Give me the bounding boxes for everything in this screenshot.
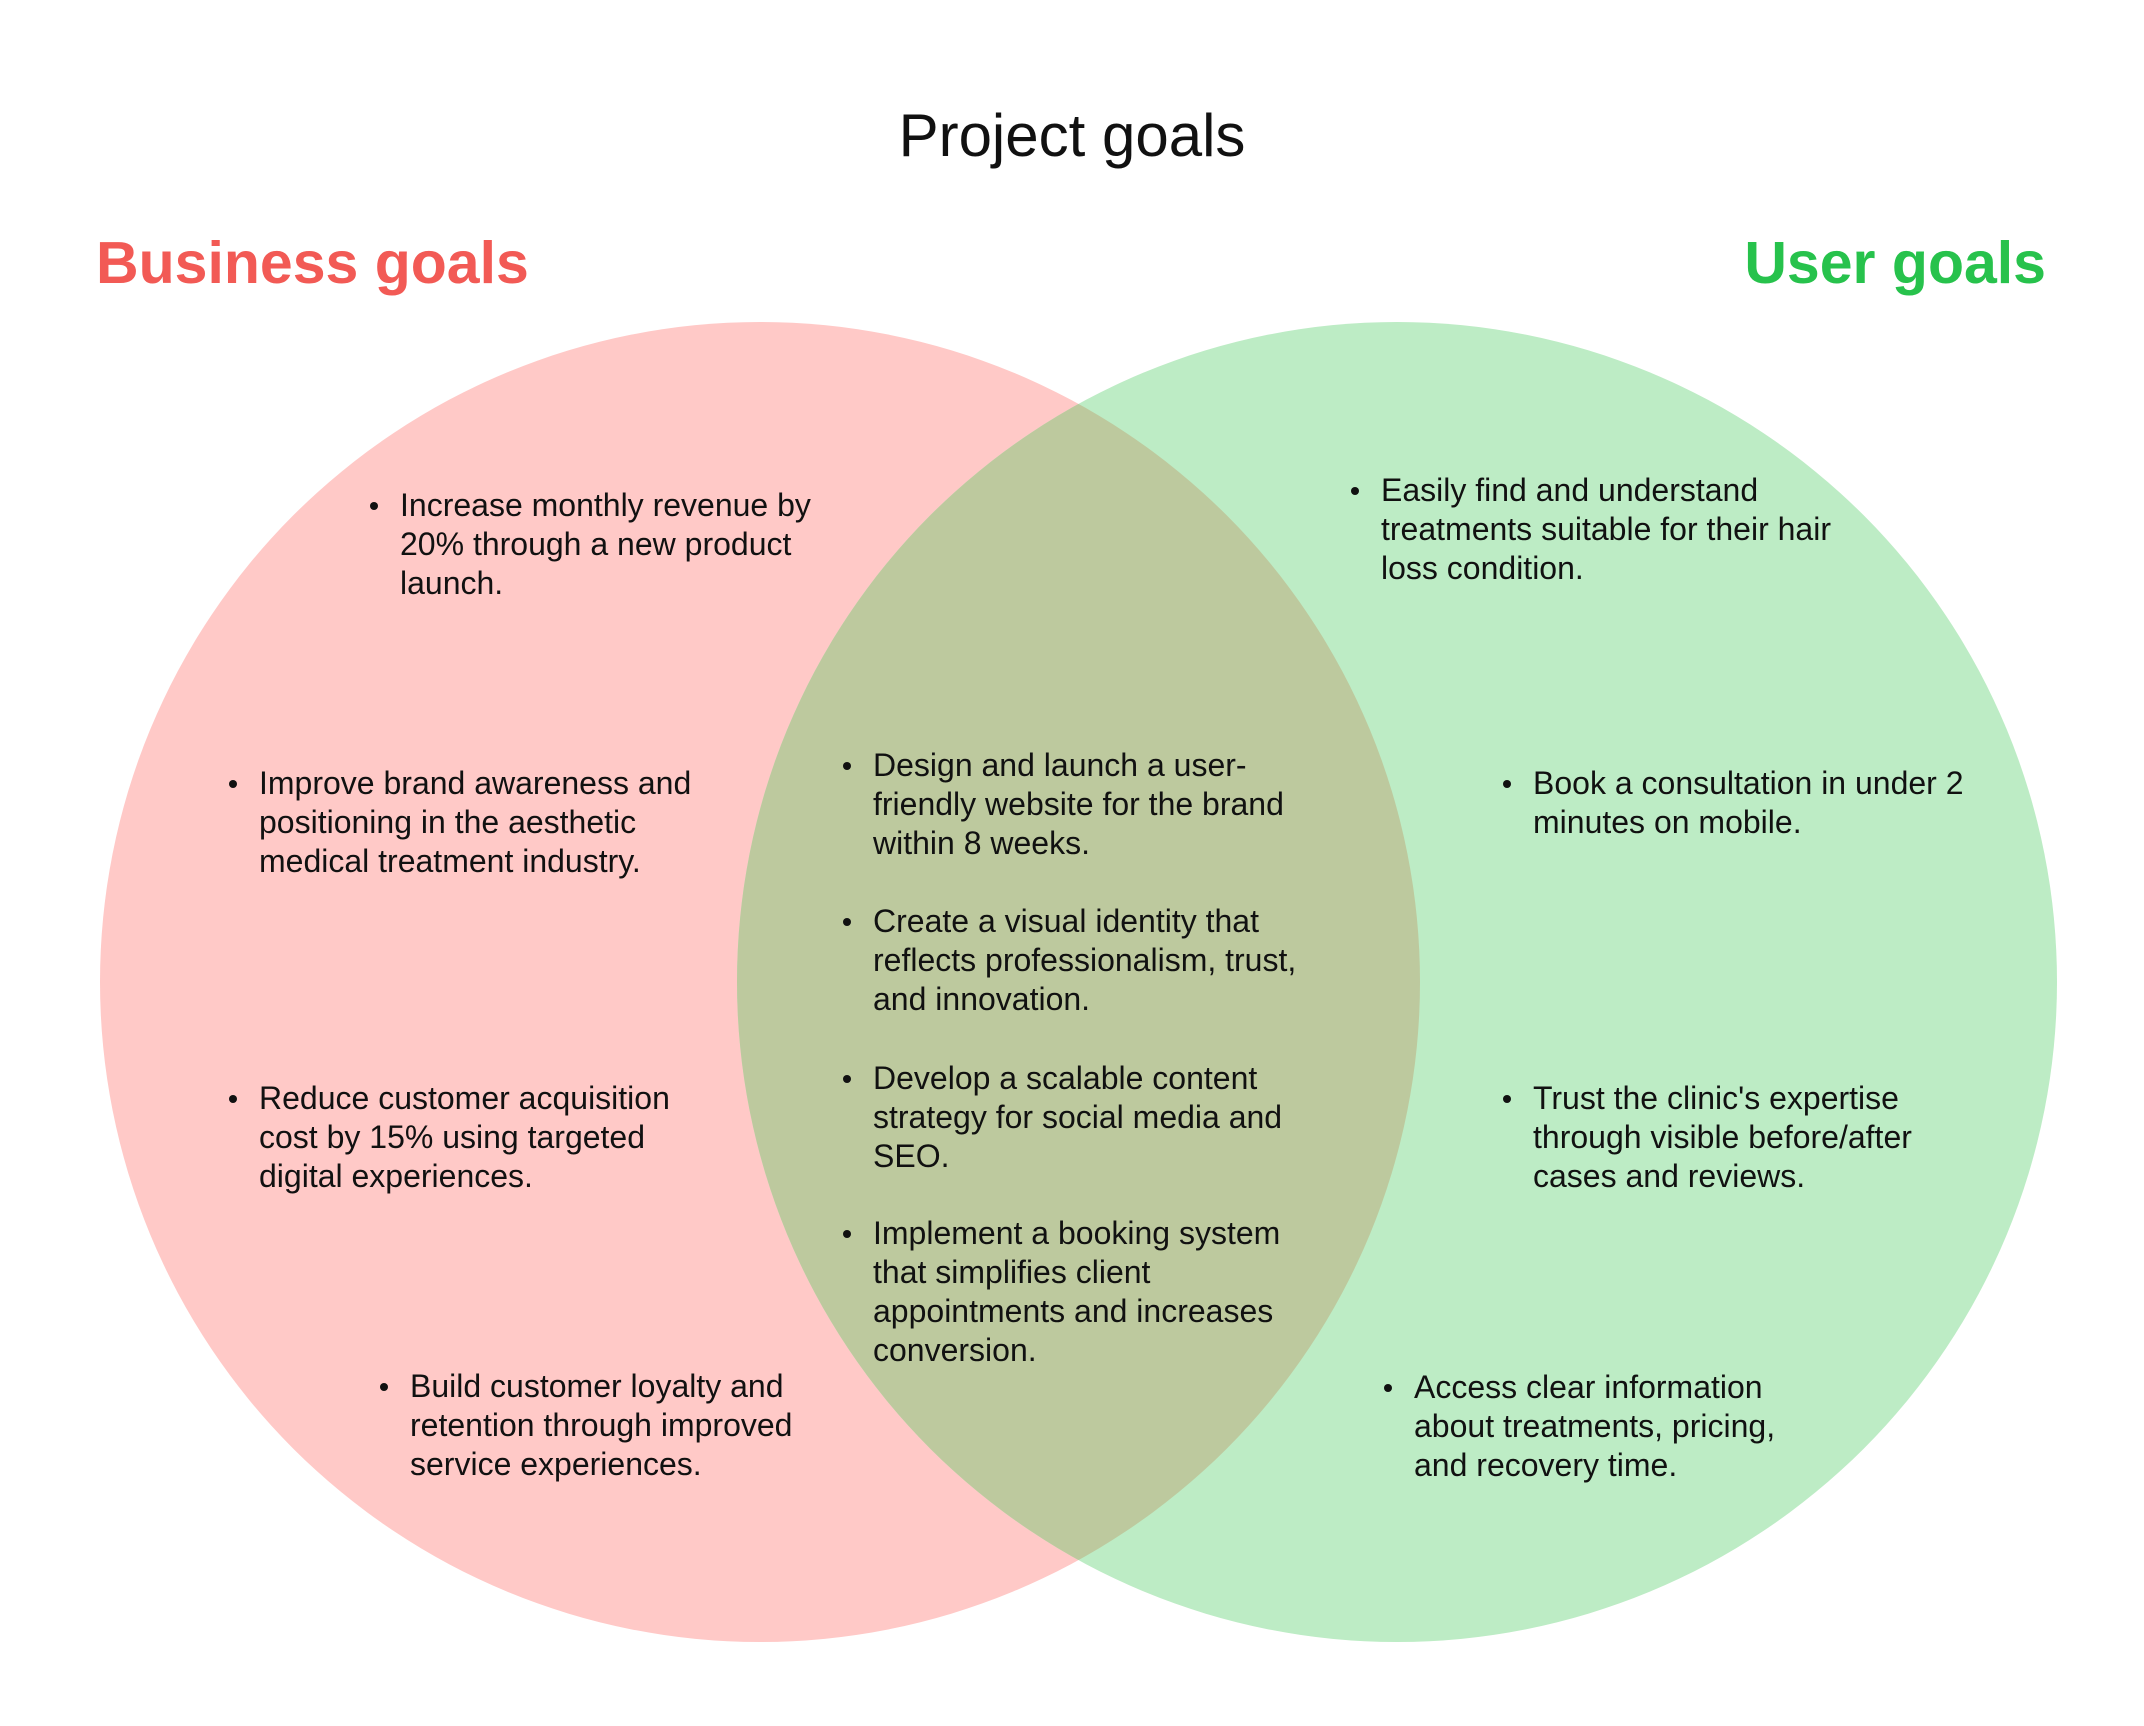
diagram-title: Project goals: [898, 102, 1246, 169]
user-goal-item: Book a consultation in under 2 minutes o…: [1503, 764, 2003, 842]
business-goal-item: Build customer loyalty and retention thr…: [380, 1367, 865, 1484]
shared-goal-item: Implement a booking system that simplifi…: [843, 1214, 1338, 1370]
shared-goal-item: Design and launch a user-friendly websit…: [843, 746, 1338, 863]
business-goal-item: Reduce customer acquisition cost by 15% …: [229, 1079, 729, 1196]
business-goals-label: Business goals: [96, 230, 529, 296]
business-goal-item: Increase monthly revenue by 20% through …: [370, 486, 860, 603]
shared-goal-item: Develop a scalable content strategy for …: [843, 1059, 1338, 1176]
user-goal-item: Access clear information about treatment…: [1384, 1368, 1829, 1485]
overlap-region: [737, 322, 1420, 1642]
shared-goal-item: Create a visual identity that reflects p…: [843, 902, 1338, 1019]
business-goal-item: Improve brand awareness and positioning …: [229, 764, 729, 881]
user-goal-item: Easily find and understand treatments su…: [1351, 471, 1831, 588]
user-goals-label: User goals: [1744, 230, 2046, 296]
user-goal-item: Trust the clinic's expertise through vis…: [1503, 1079, 1983, 1196]
